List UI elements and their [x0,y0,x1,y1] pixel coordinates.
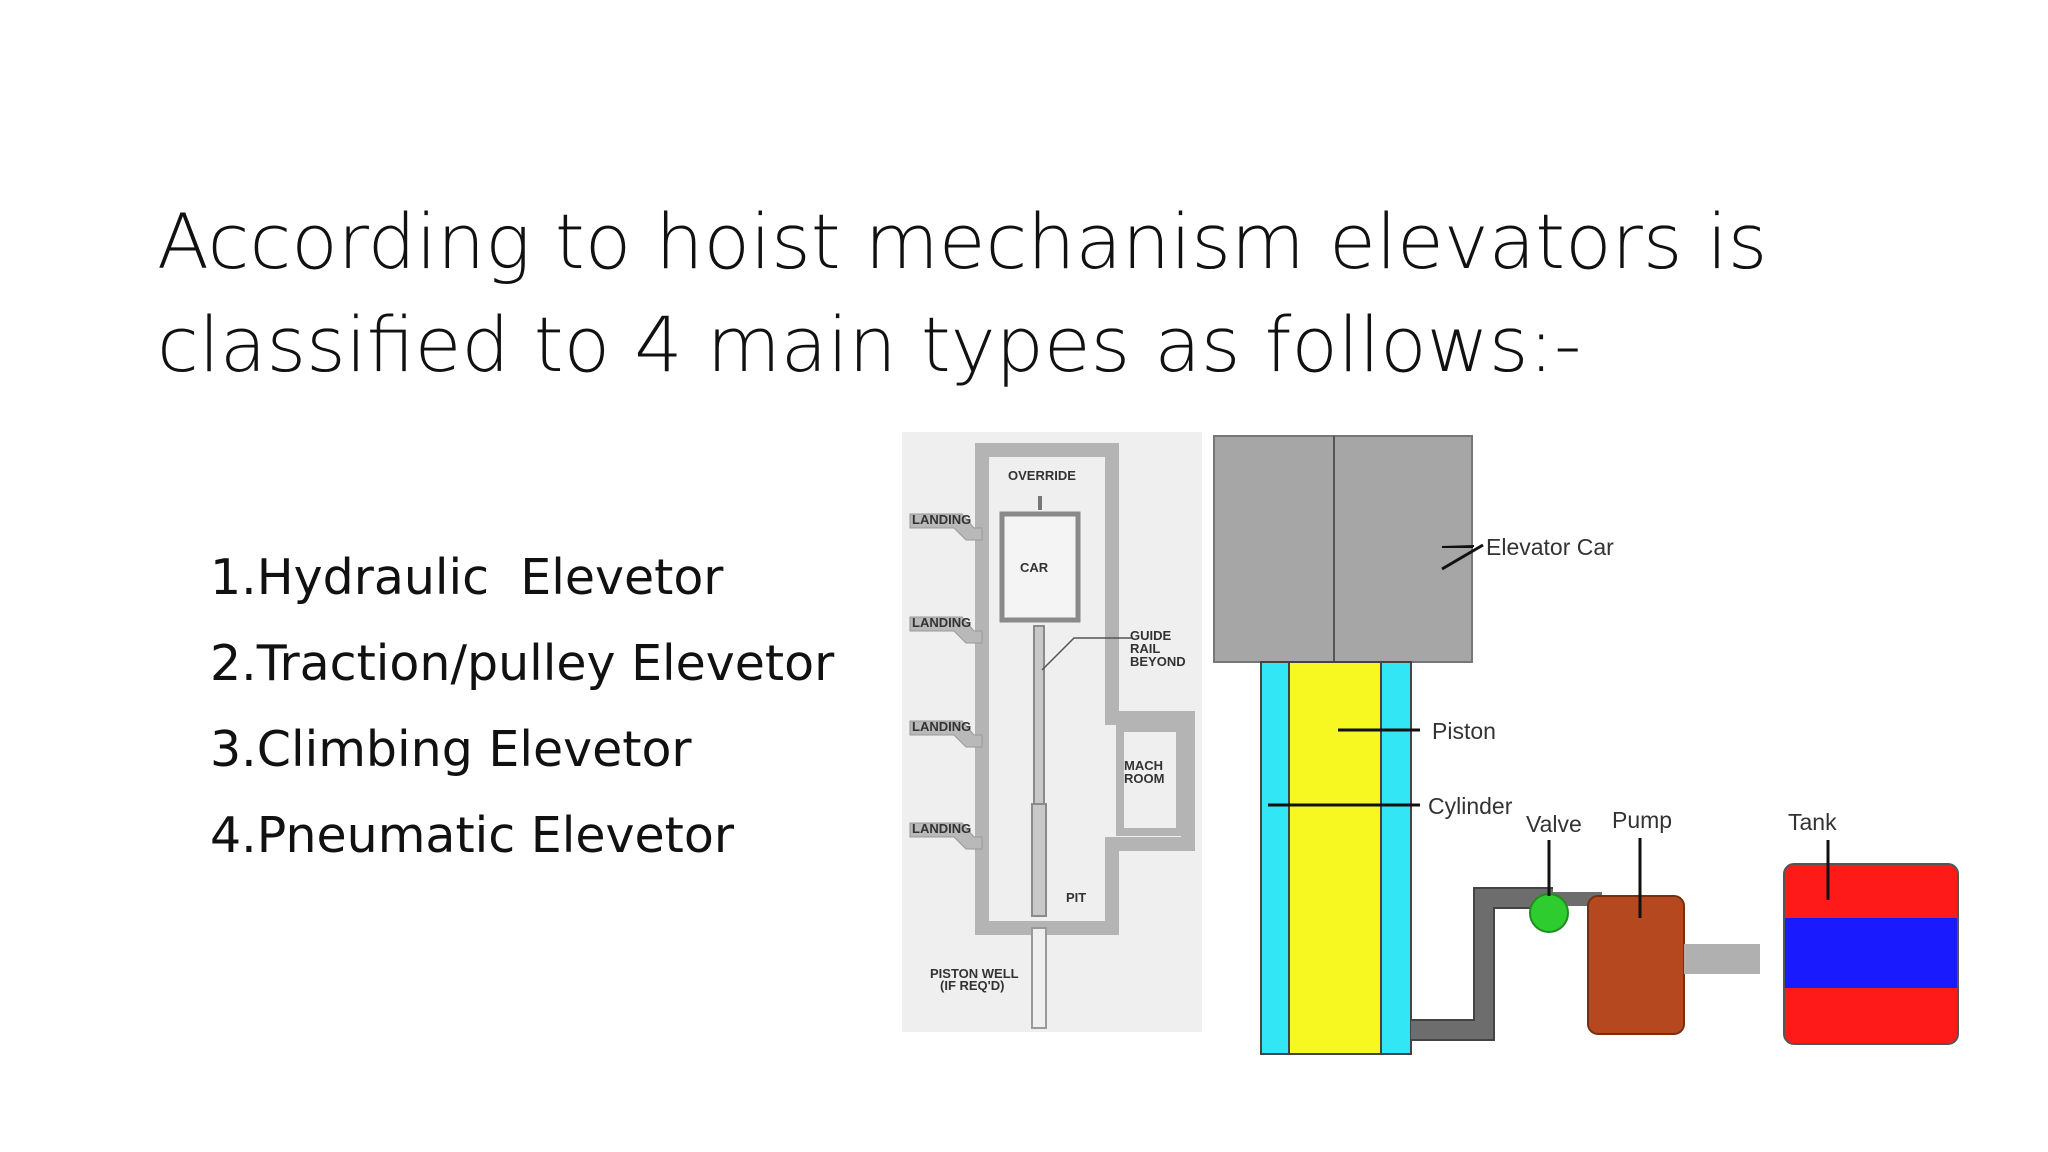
slide-title: According to hoist mechanism elevators i… [157,190,1857,396]
landing-label: LANDING [912,615,971,630]
elevator-car-box [1213,435,1473,663]
guide-rail-line-2: RAIL [1130,641,1160,656]
machine-room [1116,724,1184,836]
piston-well-line-1: PISTON WELL [930,966,1019,981]
piston-well [1031,927,1047,1029]
landing-label: LANDING [912,719,971,734]
hydraulic-diagram-svg: Elevator Car Piston Cylinder Valve Pump … [1208,432,1964,1060]
list-item: 4.Pneumatic Elevetor [210,807,734,864]
title-line-1: According to hoist mechanism elevators i… [157,197,1768,286]
landing-shape [909,720,983,748]
list-item: 3.Climbing Elevetor [210,721,692,778]
plunger-base [1031,803,1047,917]
pit-label: PIT [1066,890,1086,905]
mach-room-line-2: ROOM [1124,771,1164,786]
elevator-types-list: 1.Hydraulic Elevetor 2.Traction/pulley E… [210,535,834,879]
list-item: 2.Traction/pulley Elevetor [210,635,835,692]
override-label: OVERRIDE [1008,468,1076,483]
guide-rail-line-3: BEYOND [1130,654,1186,669]
landing-shape [909,513,983,541]
landing-label: LANDING [912,821,971,836]
pump-box [1587,895,1685,1035]
hoistway-wall [975,443,1195,935]
pump-label: Pump [1612,807,1672,833]
piston-body [1288,661,1382,1055]
tank-fluid-band [1785,918,1957,988]
piston-label: Piston [1432,718,1496,744]
car-hook [1038,496,1042,510]
guide-rail-leader [1041,637,1132,671]
list-item: 1.Hydraulic Elevetor [210,549,724,606]
landing-label: LANDING [912,512,971,527]
valve-icon [1529,893,1569,933]
title-line-2: classified to 4 main types as follows:- [157,300,1582,389]
mach-room-line-1: MACH [1124,758,1163,773]
car-label: CAR [1020,560,1049,575]
piston-well-line-2: (IF REQ'D) [940,978,1004,993]
tank-label: Tank [1788,809,1837,835]
shaft-diagram: OVERRIDE LANDING LANDING LANDING LANDING… [902,432,1202,1032]
pipe-pump-tank [1684,944,1760,974]
valve-label: Valve [1526,811,1582,837]
pipe [1411,889,1553,1039]
landing-shape [909,616,983,644]
car-box [999,511,1081,623]
elevator-car-label: Elevator Car [1486,534,1614,560]
elevator-car-leader [1441,543,1484,571]
guide-rail-line-1: GUIDE [1130,628,1172,643]
hydraulic-diagram: Elevator Car Piston Cylinder Valve Pump … [1208,432,1964,1060]
cylinder-label: Cylinder [1428,793,1513,819]
shaft-diagram-svg: OVERRIDE LANDING LANDING LANDING LANDING… [902,432,1202,1032]
landing-shape [909,822,983,850]
